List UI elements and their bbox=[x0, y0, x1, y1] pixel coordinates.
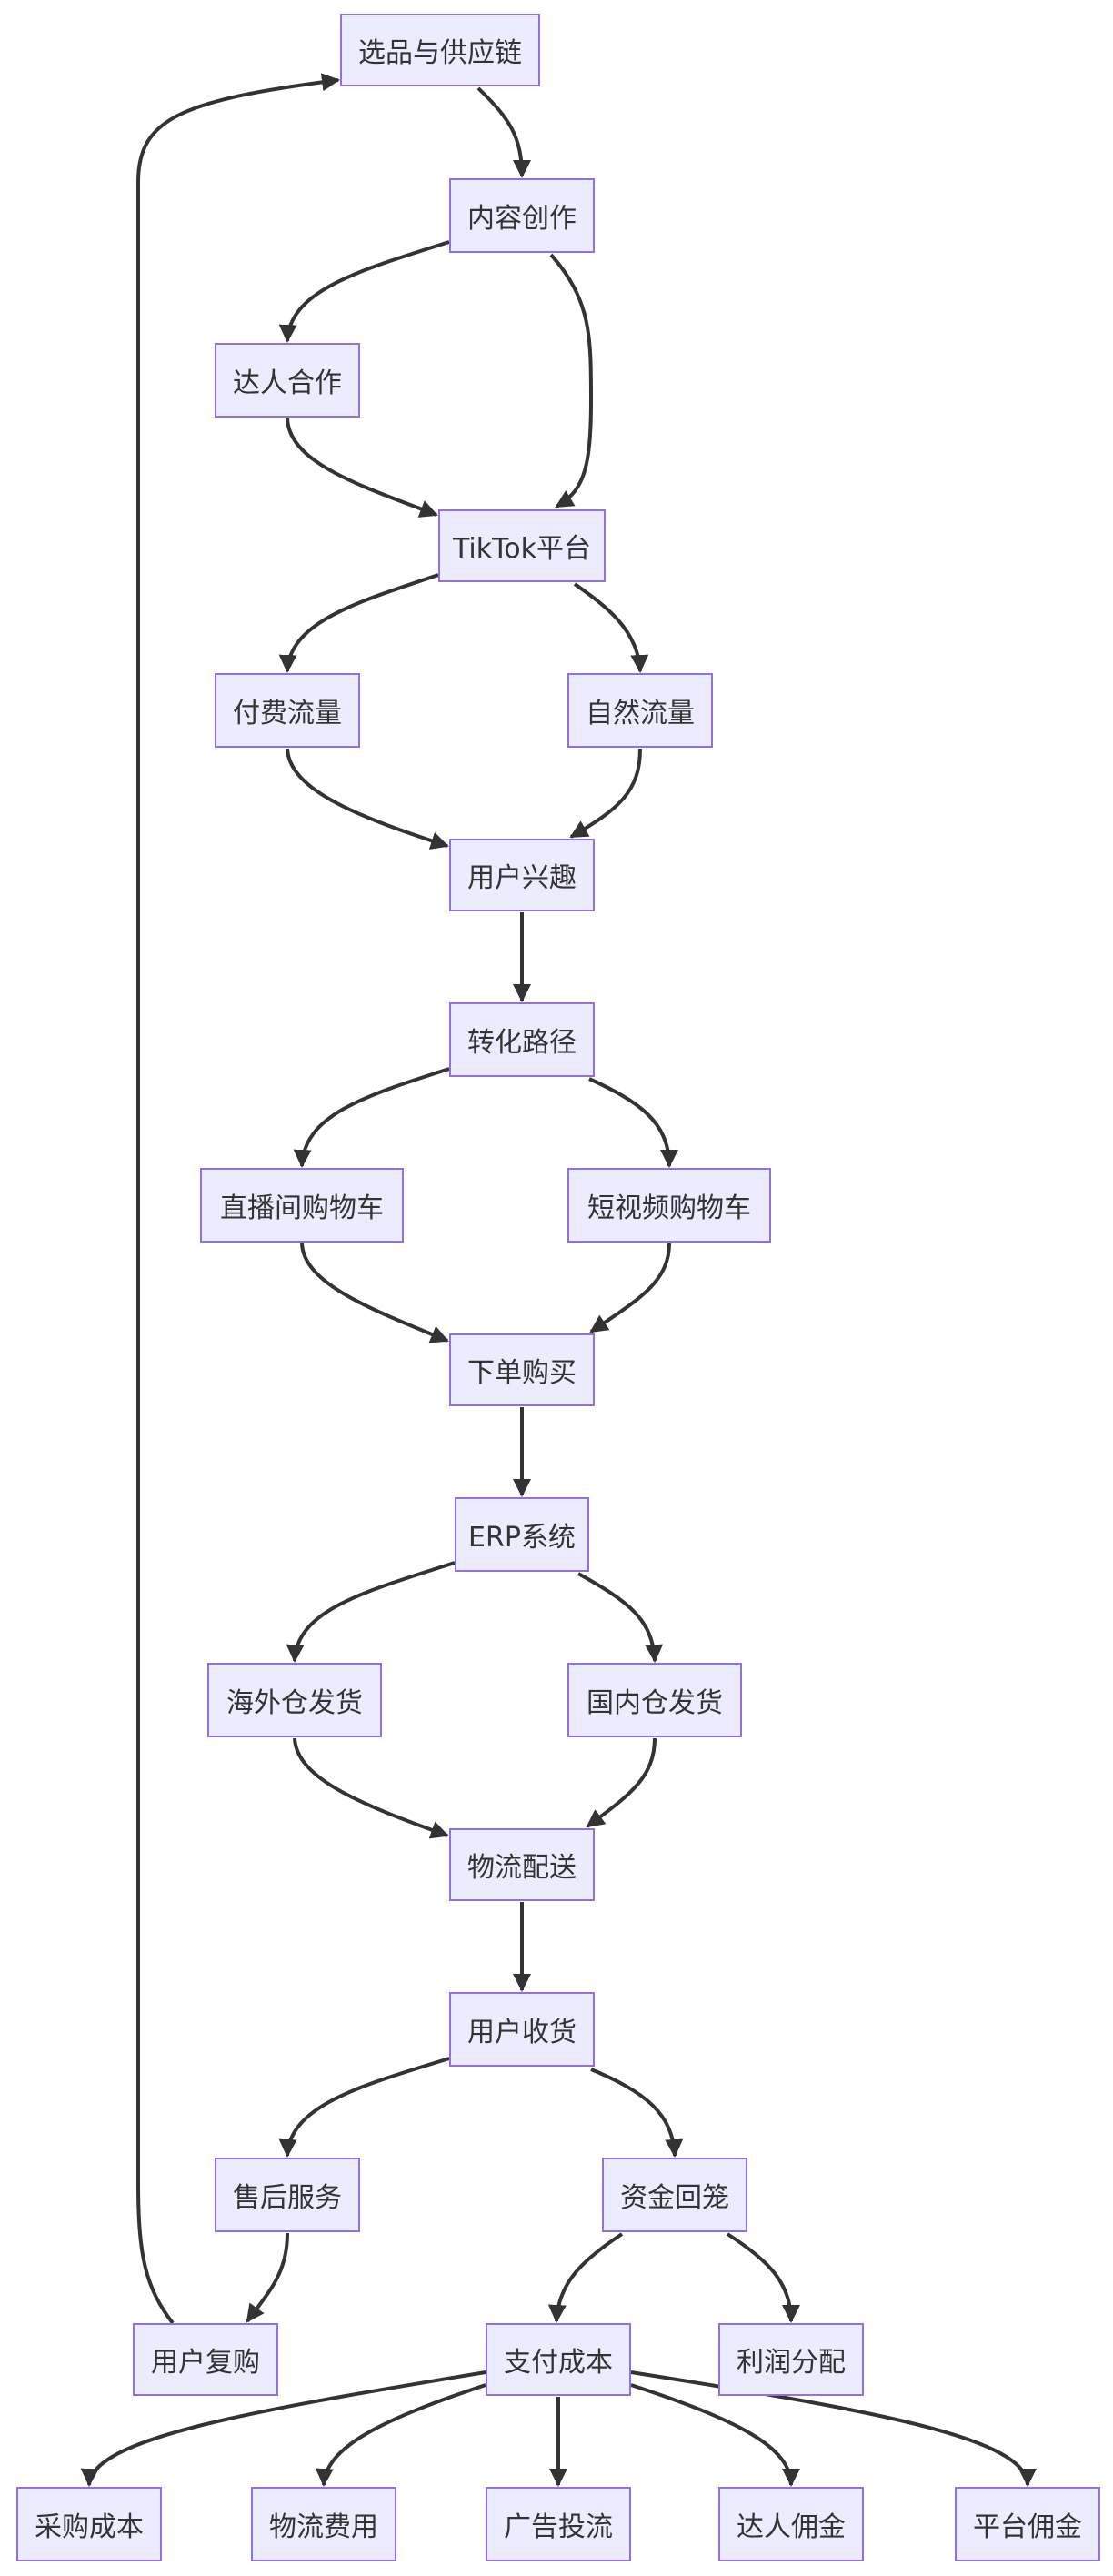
edge-payment-cost-to-influencer-commission bbox=[630, 2383, 800, 2487]
node-domestic-wh: 国内仓发货 bbox=[567, 1663, 742, 1737]
node-after-sales: 售后服务 bbox=[215, 2158, 360, 2232]
edge-tiktok-to-organic-traffic bbox=[573, 582, 649, 673]
node-influencer: 达人合作 bbox=[215, 343, 360, 418]
edge-after-sales-to-repurchase bbox=[246, 2232, 289, 2323]
node-conversion-path: 转化路径 bbox=[449, 1002, 595, 1077]
edge-influencer-to-tiktok bbox=[286, 418, 438, 518]
node-fund-return: 资金回笼 bbox=[602, 2158, 747, 2232]
node-logistics: 物流配送 bbox=[449, 1828, 595, 1901]
node-sourcing: 选品与供应链 bbox=[340, 14, 540, 86]
edge-paid-traffic-to-user-interest bbox=[286, 748, 449, 850]
node-overseas-wh: 海外仓发货 bbox=[207, 1663, 382, 1737]
node-platform-commission: 平台佣金 bbox=[955, 2487, 1100, 2561]
edge-fund-return-to-profit bbox=[726, 2232, 800, 2323]
edge-repurchase-to-sourcing bbox=[136, 73, 340, 2325]
edge-payment-cost-to-purchase-cost bbox=[80, 2370, 486, 2487]
node-paid-traffic: 付费流量 bbox=[215, 673, 360, 748]
edge-erp-to-domestic-wh bbox=[577, 1572, 664, 1663]
edge-live-cart-to-order bbox=[300, 1243, 449, 1343]
edge-tiktok-to-paid-traffic bbox=[278, 573, 439, 673]
node-order: 下单购买 bbox=[449, 1333, 595, 1406]
node-repurchase: 用户复购 bbox=[133, 2323, 278, 2396]
node-video-cart: 短视频购物车 bbox=[567, 1168, 771, 1243]
edge-conversion-path-to-video-cart bbox=[588, 1077, 678, 1168]
node-user-interest: 用户兴趣 bbox=[449, 839, 595, 911]
node-ad-spend: 广告投流 bbox=[486, 2487, 631, 2561]
node-payment-cost: 支付成本 bbox=[486, 2323, 631, 2396]
edge-fund-return-to-payment-cost bbox=[547, 2232, 624, 2323]
edge-receipt-to-after-sales bbox=[278, 2057, 450, 2158]
edge-organic-traffic-to-user-interest bbox=[569, 748, 642, 839]
edge-erp-to-overseas-wh bbox=[286, 1561, 456, 1663]
edge-video-cart-to-order bbox=[589, 1243, 671, 1333]
edge-content-to-influencer bbox=[278, 240, 450, 343]
node-receipt: 用户收货 bbox=[449, 1992, 595, 2067]
node-profit: 利润分配 bbox=[718, 2323, 864, 2396]
edge-sourcing-to-content bbox=[476, 86, 531, 178]
node-tiktok: TikTok平台 bbox=[438, 509, 606, 582]
edge-domestic-wh-to-logistics bbox=[586, 1737, 657, 1828]
edge-receipt-to-fund-return bbox=[590, 2068, 684, 2158]
edge-overseas-wh-to-logistics bbox=[293, 1737, 449, 1839]
edge-conversion-path-to-live-cart bbox=[293, 1067, 450, 1168]
edge-payment-cost-to-logistics-fee bbox=[315, 2383, 486, 2487]
node-logistics-fee: 物流费用 bbox=[251, 2487, 396, 2561]
node-influencer-commission: 达人佣金 bbox=[718, 2487, 864, 2561]
node-content: 内容创作 bbox=[449, 178, 595, 253]
node-purchase-cost: 采购成本 bbox=[16, 2487, 162, 2561]
node-erp: ERP系统 bbox=[455, 1497, 589, 1572]
edge-content-to-tiktok bbox=[549, 253, 594, 508]
node-live-cart: 直播间购物车 bbox=[200, 1168, 404, 1243]
node-organic-traffic: 自然流量 bbox=[567, 673, 713, 748]
